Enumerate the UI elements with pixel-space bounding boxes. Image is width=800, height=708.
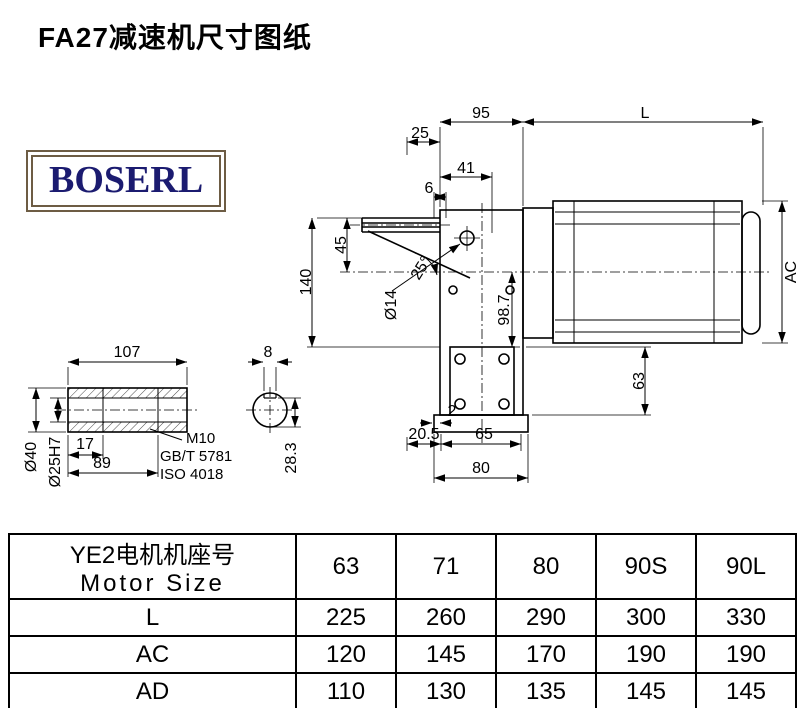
- cell-AC-63: 120: [295, 635, 397, 674]
- shaft-hatching: [68, 388, 187, 432]
- cell-AD-71: 130: [395, 672, 497, 708]
- header-title-en: Motor Size: [80, 570, 225, 597]
- table-row-AC: AC 120 145 170 190 190: [8, 635, 797, 674]
- label-m10: M10: [186, 430, 215, 447]
- column-header-71: 71: [395, 533, 497, 600]
- dim-L: L: [641, 105, 650, 122]
- table-row-AD: AD 110 130 135 145 145: [8, 672, 797, 708]
- cell-L-80: 290: [495, 598, 597, 637]
- cell-L-63: 225: [295, 598, 397, 637]
- dim-98-7: 98.7: [496, 294, 513, 325]
- column-header-80: 80: [495, 533, 597, 600]
- column-header-90s: 90S: [595, 533, 697, 600]
- centerlines: [56, 203, 770, 443]
- motor-size-header-cell: YE2电机机座号 Motor Size: [8, 533, 297, 600]
- page-title: FA27减速机尺寸图纸: [38, 22, 312, 53]
- dim-angle-25: 25°: [408, 253, 435, 283]
- boserl-logo-text: BOSERL: [31, 155, 222, 207]
- cell-AC-90s: 190: [595, 635, 697, 674]
- cell-AD-90l: 145: [695, 672, 797, 708]
- label-gbt-5781: GB/T 5781: [160, 448, 232, 465]
- dim-89: 89: [93, 455, 111, 472]
- dim-65: 65: [475, 426, 493, 443]
- cell-L-90s: 300: [595, 598, 697, 637]
- dimension-lines: [32, 118, 786, 482]
- dimension-drawing: 95 L 25 41 6 45 140 Ø14 25° 98.7 AC 63 2…: [23, 105, 800, 487]
- table-header-row: YE2电机机座号 Motor Size 63 71 80 90S 90L: [8, 533, 797, 600]
- dim-2: 2: [448, 403, 457, 420]
- column-header-63: 63: [295, 533, 397, 600]
- row-label-AD: AD: [8, 672, 297, 708]
- dim-8: 8: [264, 344, 273, 361]
- cell-L-71: 260: [395, 598, 497, 637]
- header-title-cn: YE2电机机座号: [69, 542, 236, 569]
- cell-L-90l: 330: [695, 598, 797, 637]
- cell-AD-63: 110: [295, 672, 397, 708]
- dim-25: 25: [411, 125, 429, 142]
- dim-6: 6: [425, 180, 434, 197]
- dim-AC: AC: [783, 261, 800, 283]
- dim-95: 95: [472, 105, 490, 122]
- column-header-90l: 90L: [695, 533, 797, 600]
- dim-140: 140: [298, 269, 315, 296]
- dim-dia25h7: Ø25H7: [47, 437, 64, 488]
- dim-28-3: 28.3: [283, 442, 300, 473]
- row-label-AC: AC: [8, 635, 297, 674]
- cell-AC-80: 170: [495, 635, 597, 674]
- label-iso-4018: ISO 4018: [160, 466, 223, 483]
- dim-45: 45: [333, 236, 350, 254]
- dim-17: 17: [76, 436, 94, 453]
- dim-20-5: 20.5: [408, 426, 439, 443]
- cell-AC-71: 145: [395, 635, 497, 674]
- boserl-logo: BOSERL: [26, 150, 227, 212]
- cell-AD-80: 135: [495, 672, 597, 708]
- cell-AD-90s: 145: [595, 672, 697, 708]
- cell-AC-90l: 190: [695, 635, 797, 674]
- dim-63: 63: [631, 372, 648, 390]
- row-label-L: L: [8, 598, 297, 637]
- dim-107: 107: [114, 344, 141, 361]
- dim-dia14: Ø14: [383, 290, 400, 320]
- dim-41: 41: [457, 160, 475, 177]
- motor-dimension-table: YE2电机机座号 Motor Size 63 71 80 90S 90L L 2…: [8, 533, 797, 708]
- gearbox-motor-outline: [361, 200, 761, 433]
- dim-80: 80: [472, 460, 490, 477]
- table-row-L: L 225 260 290 300 330: [8, 598, 797, 637]
- dim-dia40: Ø40: [23, 442, 40, 472]
- dimension-labels: 95 L 25 41 6 45 140 Ø14 25° 98.7 AC 63 2…: [23, 105, 800, 487]
